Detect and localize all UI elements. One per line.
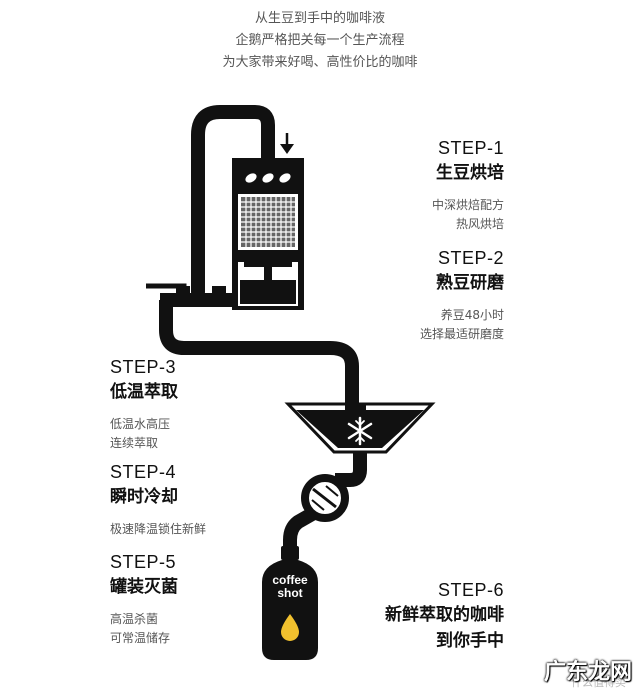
step-1-desc-1: 中深烘焙配方 bbox=[431, 198, 504, 212]
step-1-title: 生豆烘培 bbox=[436, 163, 504, 183]
step-4: STEP-4 瞬时冷却 极速降温锁住新鲜 bbox=[110, 460, 206, 539]
step-2-desc-2: 选择最适研磨度 bbox=[419, 327, 504, 341]
step-2: STEP-2 熟豆研磨 养豆48小时 选择最适研磨度 bbox=[420, 246, 504, 344]
step-2-title: 熟豆研磨 bbox=[436, 273, 504, 293]
step-6-title-2: 到你手中 bbox=[436, 631, 504, 651]
roaster-machine bbox=[232, 158, 304, 310]
grinder-mesh bbox=[241, 197, 295, 247]
snowflake-icon bbox=[347, 416, 373, 446]
step-6: STEP-6 新鲜萃取的咖啡 到你手中 bbox=[385, 578, 504, 654]
step-4-desc-1: 极速降温锁住新鲜 bbox=[110, 522, 207, 536]
watermark-sub: 什么值得买 bbox=[571, 676, 626, 689]
step-2-desc-1: 养豆48小时 bbox=[440, 308, 504, 322]
step-4-label: STEP-4 bbox=[110, 462, 177, 482]
step-5-desc-2: 可常温储存 bbox=[110, 631, 171, 645]
pipe-tank-to-valve bbox=[335, 452, 367, 487]
intro-line-2: 企鹅严格把关每一个生产流程 bbox=[235, 33, 405, 48]
step-3: STEP-3 低温萃取 低温水高压 连续萃取 bbox=[110, 355, 178, 453]
pipe-valve-to-bottle bbox=[283, 507, 316, 548]
step-5: STEP-5 罐装灭菌 高温杀菌 可常温储存 bbox=[110, 550, 178, 648]
step-2-label: STEP-2 bbox=[437, 248, 504, 268]
step-4-title: 瞬时冷却 bbox=[110, 487, 178, 507]
bottle-label-line1: coffee bbox=[272, 573, 308, 587]
cooling-valve-icon bbox=[301, 474, 349, 522]
coffee-drop-icon bbox=[281, 614, 299, 641]
step-1-label: STEP-1 bbox=[437, 138, 504, 158]
down-arrow-icon bbox=[280, 133, 294, 154]
step-1-desc-2: 热风烘培 bbox=[455, 217, 504, 231]
step-3-desc-2: 连续萃取 bbox=[110, 436, 159, 450]
step-6-label: STEP-6 bbox=[437, 580, 504, 600]
step-5-label: STEP-5 bbox=[110, 552, 177, 572]
watermark-logo: 广东龙网 bbox=[543, 660, 632, 685]
coffee-bean-icons bbox=[245, 173, 291, 183]
step-5-desc-1: 高温杀菌 bbox=[110, 612, 159, 626]
intro-text: 从生豆到手中的咖啡液 企鹅严格把关每一个生产流程 为大家带来好喝、高性价比的咖啡 bbox=[0, 8, 640, 74]
step-1: STEP-1 生豆烘培 中深烘焙配方 热风烘培 bbox=[432, 136, 504, 234]
step-6-title-1: 新鲜萃取的咖啡 bbox=[385, 605, 504, 625]
bottle-label-line2: shot bbox=[277, 586, 302, 600]
intro-line-3: 为大家带来好喝、高性价比的咖啡 bbox=[222, 55, 418, 70]
intro-line-1: 从生豆到手中的咖啡液 bbox=[254, 11, 385, 26]
step-5-title: 罐装灭菌 bbox=[110, 577, 178, 597]
step-3-label: STEP-3 bbox=[110, 357, 177, 377]
step-3-title: 低温萃取 bbox=[110, 382, 178, 402]
pipe-loop bbox=[146, 105, 359, 412]
coffee-bottle bbox=[262, 546, 318, 660]
step-3-desc-1: 低温水高压 bbox=[110, 417, 171, 431]
